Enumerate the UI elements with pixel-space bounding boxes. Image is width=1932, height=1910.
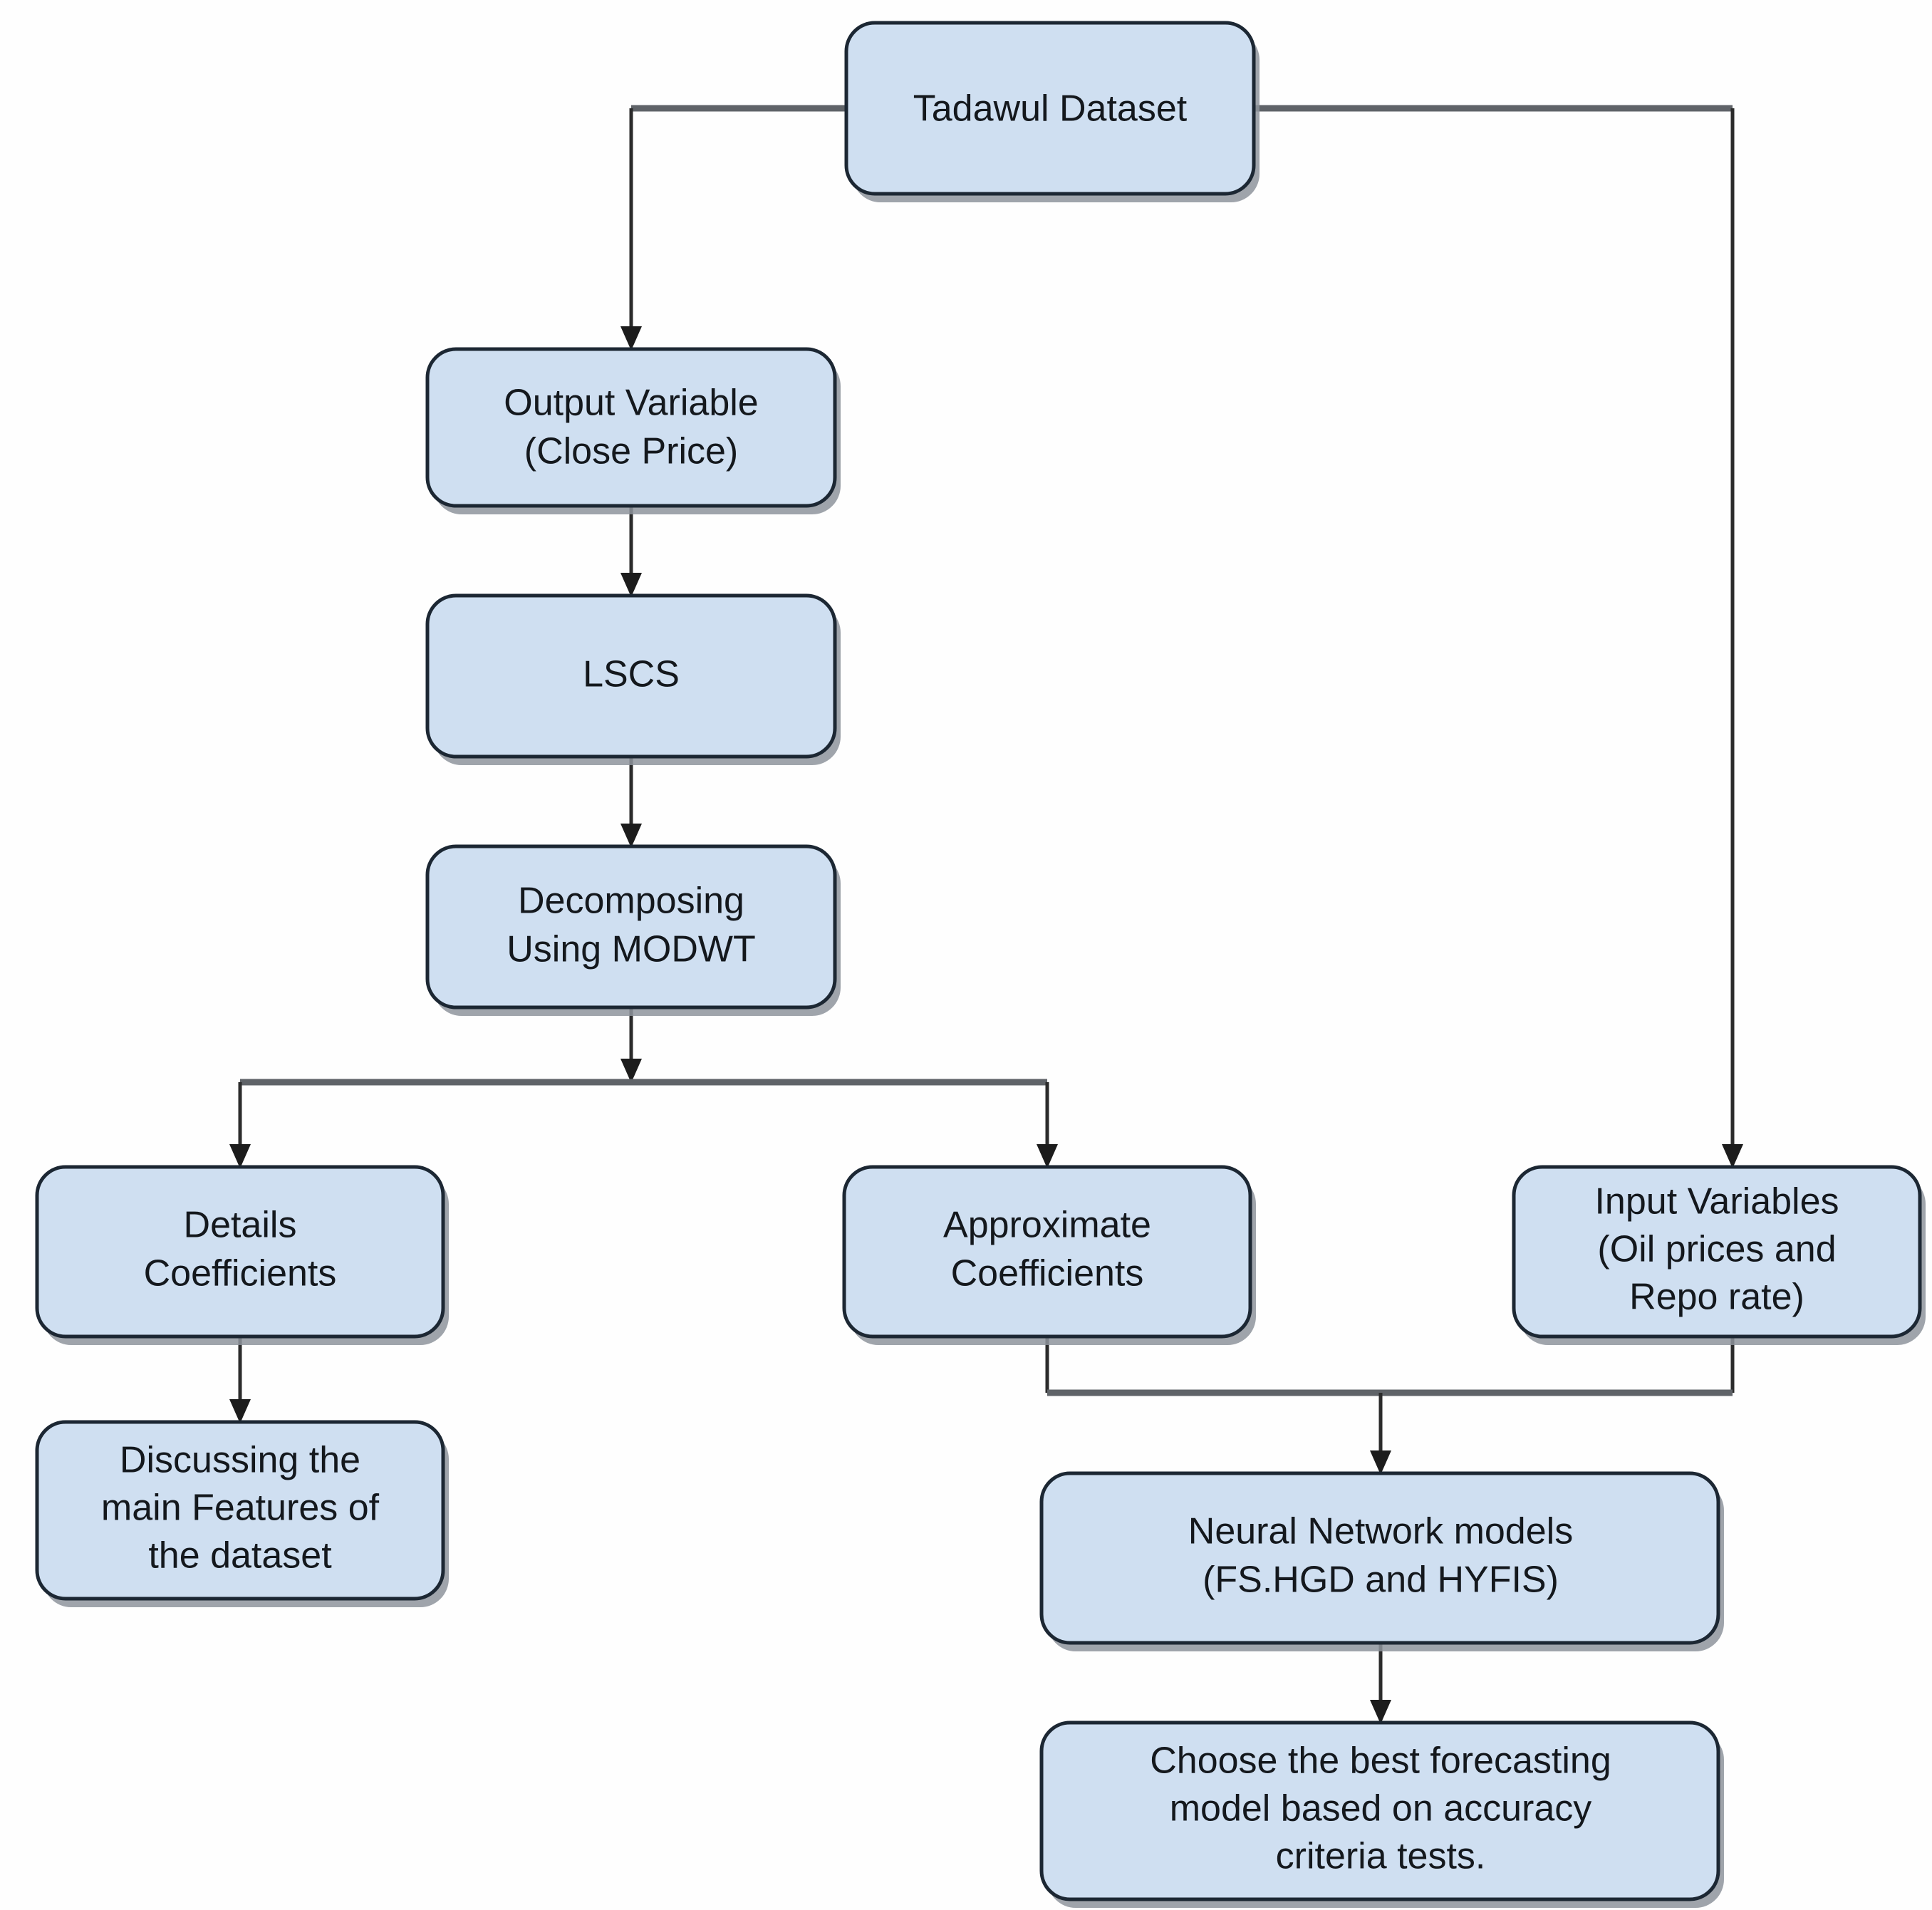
- node-label-line-2: model based on accuracy: [1170, 1788, 1592, 1829]
- edge-dataset-to-input: [1254, 105, 1743, 1168]
- node-label-line-3: Repo rate): [1629, 1277, 1804, 1318]
- edge-lscs-to-modwt: [620, 757, 642, 848]
- node-label-line-2: Coefficients: [951, 1253, 1144, 1294]
- node-layer: Tadawul Dataset Output Variable (Close P…: [35, 21, 1926, 1908]
- node-body[interactable]: [1512, 1165, 1922, 1339]
- arrow-head-icon: [229, 1144, 251, 1168]
- arrow-head-icon: [1037, 1144, 1058, 1168]
- edge-layer: [229, 105, 1743, 1724]
- arrow-head-icon: [620, 1059, 642, 1083]
- arrow-head-icon: [1370, 1700, 1391, 1724]
- node-input-variables[interactable]: Input Variables (Oil prices and Repo rat…: [1512, 1165, 1926, 1345]
- node-body[interactable]: [1039, 1471, 1720, 1645]
- node-choose-best-model[interactable]: Choose the best forecasting model based …: [1039, 1720, 1724, 1908]
- node-label-line-2: Coefficients: [144, 1253, 337, 1294]
- node-body[interactable]: [1039, 1720, 1720, 1901]
- arrow-head-icon: [229, 1399, 251, 1423]
- node-label-line-1: Decomposing: [518, 881, 744, 922]
- node-label-line-1: Discussing the: [120, 1440, 360, 1481]
- node-label-line-1: Choose the best forecasting: [1150, 1740, 1611, 1782]
- node-label-line-1: LSCS: [583, 654, 680, 695]
- node-body[interactable]: [842, 1165, 1252, 1339]
- edge-modwt-to-approximate: [1037, 1082, 1058, 1168]
- node-label-line-1: Details: [184, 1205, 297, 1246]
- arrow-head-icon: [620, 824, 642, 848]
- node-lscs[interactable]: LSCS: [425, 593, 841, 765]
- node-details-coefficients[interactable]: Details Coefficients: [35, 1165, 449, 1345]
- node-neural-network-models[interactable]: Neural Network models (FS.HGD and HYFIS): [1039, 1471, 1724, 1651]
- node-label-line-2: (Close Price): [524, 431, 739, 472]
- node-body[interactable]: [35, 1165, 445, 1339]
- node-body[interactable]: [425, 844, 837, 1010]
- node-tadawul-dataset[interactable]: Tadawul Dataset: [844, 21, 1260, 202]
- edge-merge-to-nn: [1045, 1337, 1735, 1475]
- node-label-line-2: Using MODWT: [507, 929, 756, 970]
- edge-output-to-lscs: [620, 506, 642, 597]
- node-body[interactable]: [35, 1420, 445, 1601]
- node-label-line-2: (FS.HGD and HYFIS): [1203, 1559, 1559, 1601]
- node-label-line-1: Input Variables: [1594, 1181, 1839, 1223]
- node-discussing-features[interactable]: Discussing the main Features of the data…: [35, 1420, 449, 1607]
- arrow-head-icon: [620, 326, 642, 351]
- node-label-line-3: criteria tests.: [1276, 1836, 1486, 1877]
- node-label-line-2: (Oil prices and: [1597, 1229, 1836, 1270]
- edge-details-to-discussing: [229, 1337, 251, 1423]
- arrow-head-icon: [1370, 1450, 1391, 1475]
- edge-dataset-to-output: [620, 105, 846, 351]
- node-label-line-3: the dataset: [148, 1535, 332, 1577]
- arrow-head-icon: [620, 573, 642, 597]
- node-body[interactable]: [425, 593, 837, 759]
- node-approximate-coefficients[interactable]: Approximate Coefficients: [842, 1165, 1256, 1345]
- edge-modwt-to-details: [229, 1082, 251, 1168]
- node-output-variable[interactable]: Output Variable (Close Price): [425, 347, 841, 514]
- edge-modwt-split: [240, 1007, 1047, 1086]
- node-label-line-1: Output Variable: [504, 383, 758, 424]
- node-body[interactable]: [425, 347, 837, 508]
- arrow-head-icon: [1722, 1144, 1743, 1168]
- edge-nn-to-choose: [1370, 1643, 1391, 1724]
- node-label-line-1: Approximate: [943, 1205, 1151, 1246]
- node-label-line-1: Tadawul Dataset: [913, 88, 1188, 130]
- node-label-line-2: main Features of: [101, 1488, 380, 1529]
- node-body[interactable]: [844, 21, 1256, 196]
- node-label-line-1: Neural Network models: [1188, 1511, 1573, 1552]
- node-decomposing-modwt[interactable]: Decomposing Using MODWT: [425, 844, 841, 1016]
